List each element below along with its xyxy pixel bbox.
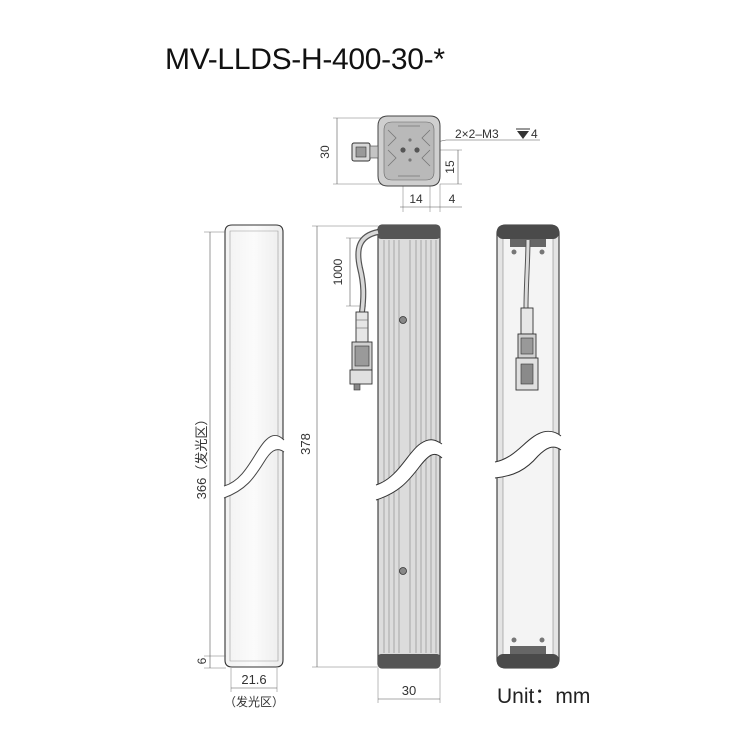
end-view: 30 2×2–M3 4 15 14 4 — [318, 115, 540, 212]
dim-half-height: 15 — [443, 160, 457, 174]
side-bottom-cap — [378, 654, 440, 668]
dim-cable-length: 1000 — [331, 258, 345, 285]
front-body — [224, 224, 284, 668]
side-view: 1000 — [331, 224, 443, 703]
back-view — [494, 224, 562, 669]
dim-total-length: 378 — [298, 433, 313, 455]
side-top-cap — [378, 225, 440, 239]
side-cable-connector — [355, 311, 369, 343]
drawing-title: MV-LLDS-H-400-30-* — [165, 43, 445, 76]
dim-hole-spec: 2×2–M3 — [455, 127, 499, 141]
dim-hole-depth: 4 — [531, 127, 538, 141]
dim-hole-offset: 4 — [449, 192, 456, 206]
dim-body-width: 30 — [402, 683, 416, 698]
dim-emitting-width-note: （发光区） — [224, 694, 284, 709]
side-screw-bottom — [399, 567, 407, 575]
unit-label: Unit：mm — [497, 685, 591, 708]
mount-hole-right — [414, 147, 420, 153]
counterbore-depth-icon — [516, 128, 530, 139]
front-view: 366（发光区） 6 21.6 （发光区） — [194, 224, 285, 709]
back-cable-connector — [520, 307, 534, 335]
dim-emitting-width: 21.6 — [241, 672, 266, 687]
dim-hole-spacing: 14 — [409, 192, 423, 206]
dim-end-margin: 6 — [195, 657, 209, 664]
side-screw-top — [399, 316, 407, 324]
mount-hole-left — [400, 147, 406, 153]
total-length-dimension: 378 — [298, 225, 378, 668]
dim-emitting-length: 366（发光区） — [194, 413, 209, 500]
dim-end-height: 30 — [318, 145, 332, 159]
